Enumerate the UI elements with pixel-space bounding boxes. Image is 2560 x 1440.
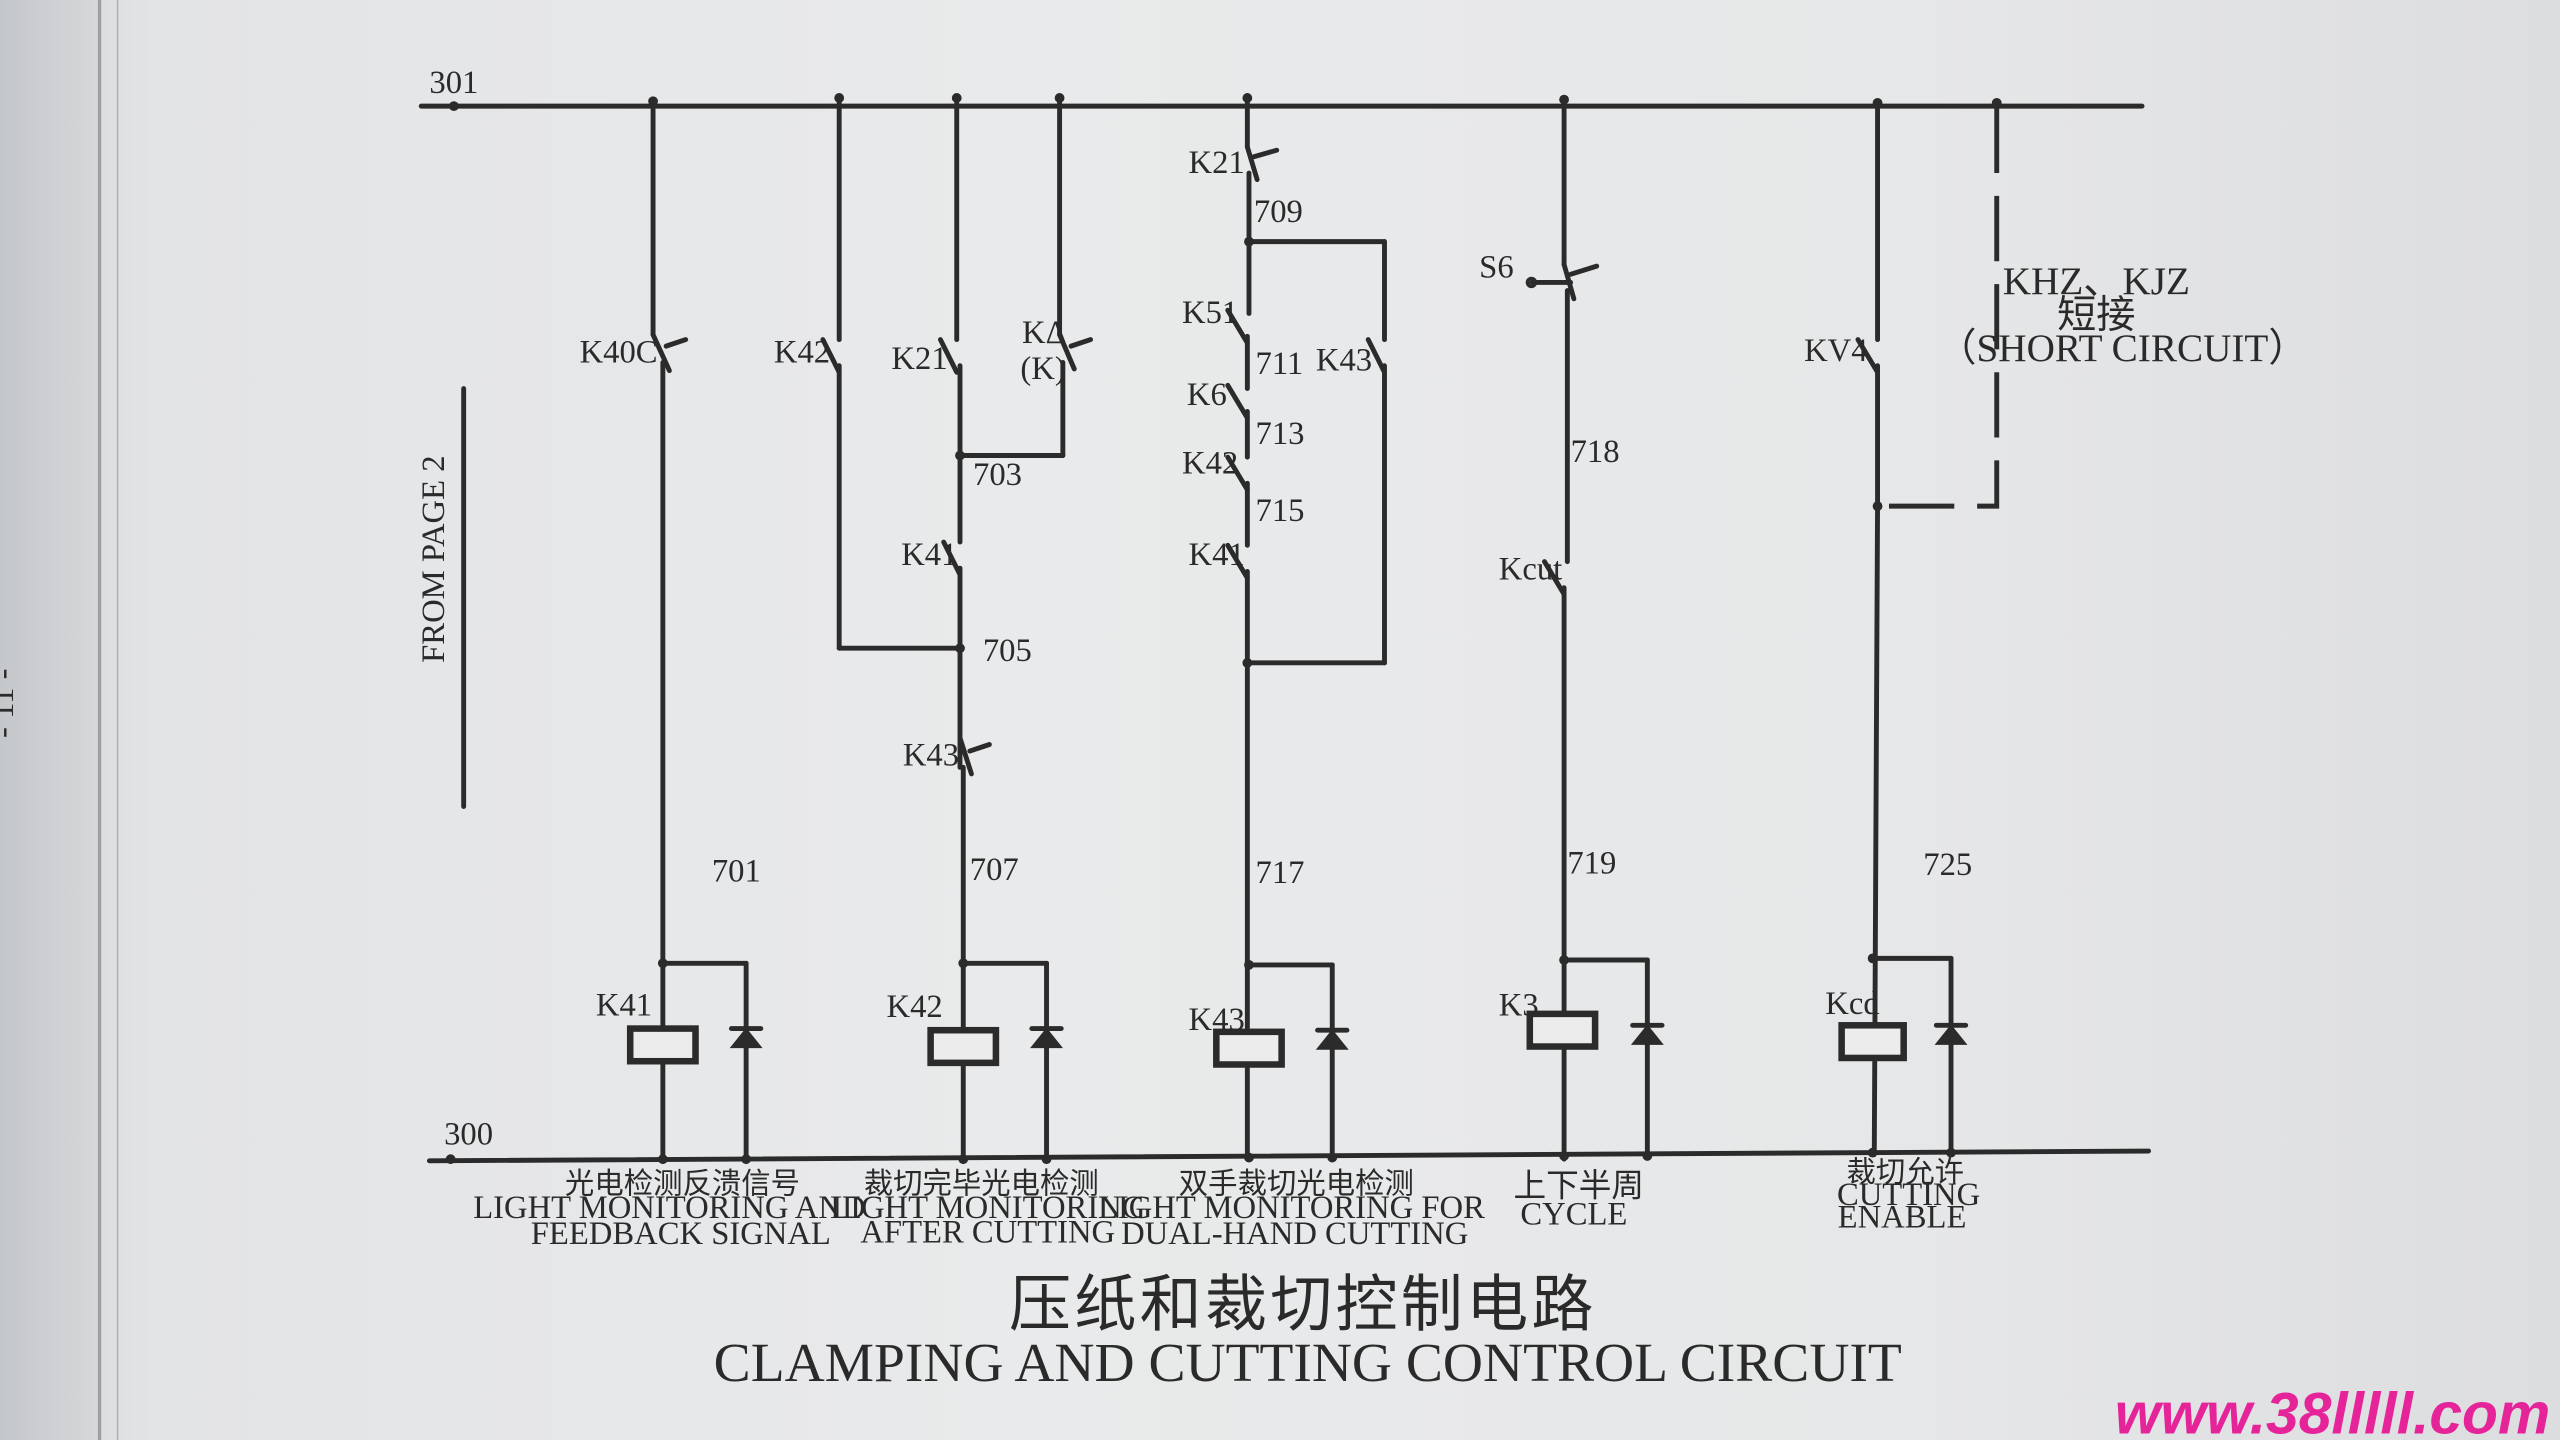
note-khz-kjz: KHZ、KJZ	[2003, 260, 2190, 303]
svg-text:CYCLE: CYCLE	[1520, 1196, 1627, 1232]
label-coil-k42: K42	[887, 989, 943, 1025]
caption-light-monitoring-after-cutting: 裁切完毕光电检测 LIGHT MONITORING AFTER CUTTING	[830, 1167, 1145, 1250]
coil-k43	[1213, 1028, 1285, 1068]
contact-k41-b	[1225, 542, 1250, 581]
page-number: - 11 -	[0, 668, 21, 738]
branch-kcd	[1838, 97, 2002, 1158]
contact-k43-a	[957, 735, 974, 777]
branch-k41	[626, 96, 764, 1165]
contact-kv4	[1855, 337, 1880, 375]
node-705: 705	[983, 633, 1032, 669]
label-coil-k41: K41	[596, 988, 652, 1024]
node-709: 709	[1254, 194, 1303, 230]
label-k42-a: K42	[774, 334, 830, 370]
label-kcut: Kcut	[1499, 552, 1562, 588]
contact-k42-a	[820, 337, 842, 375]
contact-k42-b	[1225, 454, 1250, 493]
branch-k43	[1213, 93, 1387, 1163]
title-english: CLAMPING AND CUTTING CONTROL CIRCUIT	[714, 1333, 1902, 1394]
short-circuit-jumper	[1877, 107, 2000, 509]
label-coil-kcd: Kcd	[1825, 986, 1879, 1022]
branch-k42	[820, 93, 1094, 1165]
note-short-cn: 短接	[2057, 294, 2135, 337]
label-k43-b: K43	[1316, 343, 1372, 379]
contact-kdelta	[1057, 332, 1077, 372]
contact-k21-b	[1244, 144, 1260, 183]
svg-text:双手裁切光电检测: 双手裁切光电检测	[1179, 1167, 1414, 1200]
label-kdelta-k: (K)	[1020, 351, 1065, 387]
node-717: 717	[1256, 855, 1305, 891]
contact-k21-a	[937, 337, 960, 375]
svg-text:LIGHT MONITORING: LIGHT MONITORING	[830, 1190, 1145, 1226]
contact-k43-b	[1365, 337, 1387, 375]
svg-text:裁切完毕光电检测: 裁切完毕光电检测	[864, 1167, 1099, 1200]
page-border	[97, 0, 119, 1440]
caption-light-monitoring-feedback: 光电检测反溃信号 LIGHT MONITORING AND FEEDBACK S…	[473, 1167, 865, 1252]
contact-kcut	[1542, 559, 1567, 597]
node-701: 701	[712, 854, 761, 890]
svg-text:CUTTING: CUTTING	[1837, 1177, 1980, 1213]
coil-k3	[1526, 1010, 1599, 1050]
svg-text:光电检测反溃信号: 光电检测反溃信号	[565, 1167, 800, 1200]
node-703: 703	[973, 457, 1022, 493]
top-power-rail	[418, 101, 2145, 112]
svg-text:FEEDBACK SIGNAL: FEEDBACK SIGNAL	[531, 1216, 831, 1252]
label-k43-a: K43	[903, 738, 959, 774]
node-718: 718	[1571, 434, 1620, 470]
label-kv4: KV4	[1804, 333, 1867, 369]
caption-cutting-enable: 裁切允许 CUTTING ENABLE	[1837, 1156, 1980, 1236]
label-kdelta: KΔ	[1022, 315, 1067, 351]
node-711: 711	[1256, 346, 1304, 382]
rail-label-301: 301	[429, 65, 478, 101]
svg-text:LIGHT MONITORING AND: LIGHT MONITORING AND	[473, 1190, 865, 1226]
from-page-label: FROM PAGE 2	[416, 455, 452, 662]
coil-k42	[927, 1026, 1000, 1067]
contact-k40c	[650, 332, 672, 374]
label-coil-k43: K43	[1189, 1002, 1245, 1038]
label-k41-b: K41	[1189, 537, 1245, 573]
branch-k3	[1525, 94, 1665, 1162]
svg-text:裁切允许: 裁切允许	[1847, 1156, 1965, 1189]
rail-label-300: 300	[444, 1116, 493, 1152]
caption-dual-hand-cutting: 双手裁切光电检测 LIGHT MONITORING FOR DUAL-HAND …	[1098, 1167, 1485, 1252]
svg-text:ENABLE: ENABLE	[1838, 1200, 1967, 1236]
node-713: 713	[1256, 416, 1305, 452]
contact-k6	[1225, 382, 1250, 421]
coil-kcd	[1838, 1022, 1907, 1062]
node-715: 715	[1256, 493, 1305, 529]
label-k21-a: K21	[891, 341, 947, 377]
label-coil-k3: K3	[1499, 988, 1539, 1024]
svg-text:LIGHT MONITORING FOR: LIGHT MONITORING FOR	[1098, 1190, 1485, 1226]
bottom-power-rail	[426, 1148, 2152, 1165]
label-k21-b: K21	[1189, 145, 1245, 181]
label-k40c: K40C	[580, 334, 658, 370]
contact-k41-a	[941, 539, 963, 578]
svg-text:AFTER CUTTING: AFTER CUTTING	[860, 1214, 1115, 1250]
caption-cycle: 上下半周 CYCLE	[1513, 1168, 1644, 1233]
label-k51: K51	[1182, 295, 1238, 331]
watermark: www.38lllll.com	[2115, 1381, 2550, 1440]
label-k42-b: K42	[1182, 445, 1238, 481]
label-s6: S6	[1479, 250, 1513, 286]
coil-k41	[626, 1025, 699, 1065]
note-short-en: （SHORT CIRCUIT）	[1937, 327, 2307, 370]
node-707: 707	[970, 852, 1019, 888]
svg-text:上下半周: 上下半周	[1513, 1168, 1644, 1205]
node-719: 719	[1567, 845, 1616, 881]
contact-k51	[1225, 307, 1250, 346]
node-725: 725	[1923, 847, 1972, 883]
label-k41-a: K41	[901, 537, 957, 573]
svg-text:DUAL-HAND CUTTING: DUAL-HAND CUTTING	[1121, 1216, 1468, 1252]
label-k6: K6	[1187, 377, 1227, 413]
title-chinese: 压纸和裁切控制电路	[1009, 1272, 1597, 1340]
